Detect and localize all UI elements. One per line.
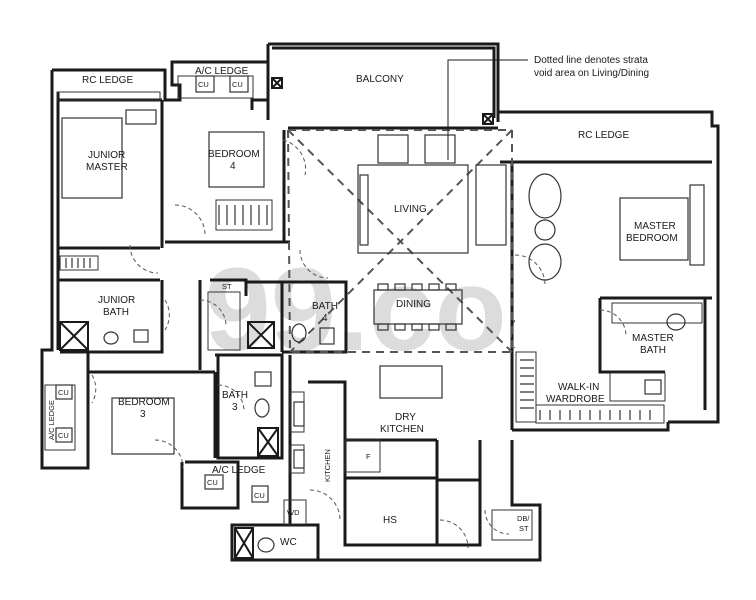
label-junior-master-line2: MASTER xyxy=(86,162,128,173)
label-bath4-line1: BATH xyxy=(312,301,338,312)
label-master-bath-line2: BATH xyxy=(640,345,666,356)
label-walkin-line2: WARDROBE xyxy=(546,394,605,405)
label-db-st-line2: ST xyxy=(519,524,529,533)
label-rc-ledge-right: RC LEDGE xyxy=(578,130,629,141)
shafts xyxy=(59,77,494,559)
label-walkin-line1: WALK-IN xyxy=(558,382,599,393)
wall-details xyxy=(44,75,703,541)
label-master-bath-line1: MASTER xyxy=(632,333,674,344)
label-junior-bath-line2: BATH xyxy=(103,307,129,318)
label-ac-ledge-top: A/C LEDGE xyxy=(195,66,249,77)
label-cu: CU xyxy=(58,388,69,397)
label-master-bedroom-line1: MASTER xyxy=(634,221,676,232)
label-f: F xyxy=(366,452,371,461)
walls xyxy=(40,42,720,562)
label-bath4-line2: 4 xyxy=(322,313,328,324)
note-line1: Dotted line denotes strata xyxy=(534,55,648,66)
label-kitchen: KITCHEN xyxy=(323,449,332,482)
label-junior-master-line1: JUNIOR xyxy=(88,150,125,161)
cu-labels: CU CU CU CU CU CU xyxy=(58,80,265,500)
label-st: ST xyxy=(222,282,232,291)
label-cu: CU xyxy=(198,80,209,89)
label-cu: CU xyxy=(58,431,69,440)
label-living: LIVING xyxy=(394,204,427,215)
label-rc-ledge-left: RC LEDGE xyxy=(82,75,133,86)
label-dry-kitchen-line2: KITCHEN xyxy=(380,424,424,435)
furniture xyxy=(55,75,705,553)
label-dining: DINING xyxy=(396,299,431,310)
label-cu: CU xyxy=(254,491,265,500)
label-master-bedroom-line2: BEDROOM xyxy=(626,233,678,244)
label-cu: CU xyxy=(207,478,218,487)
label-ac-ledge-left: A/C LEDGE xyxy=(47,400,56,440)
label-db-st-line1: DB/ xyxy=(517,514,530,523)
label-dry-kitchen-line1: DRY xyxy=(395,412,416,423)
label-wd: WD xyxy=(287,508,300,517)
label-ac-ledge-bottom: A/C LEDGE xyxy=(212,465,266,476)
strata-void-lines xyxy=(286,129,513,353)
doors xyxy=(91,139,627,549)
label-bedroom3-line2: 3 xyxy=(140,409,146,420)
label-balcony: BALCONY xyxy=(356,74,404,85)
label-bedroom3-line1: BEDROOM xyxy=(118,397,170,408)
label-bedroom4-line2: 4 xyxy=(230,161,236,172)
note-leader xyxy=(447,59,528,160)
label-wc: WC xyxy=(280,537,297,548)
room-labels: RC LEDGE A/C LEDGE BALCONY RC LEDGE JUNI… xyxy=(47,66,678,548)
label-bedroom4-line1: BEDROOM xyxy=(208,149,260,160)
label-bath3-line1: BATH xyxy=(222,390,248,401)
label-bath3-line2: 3 xyxy=(232,402,238,413)
note-line2: void area on Living/Dining xyxy=(534,68,649,79)
label-cu: CU xyxy=(232,80,243,89)
strata-note: Dotted line denotes strata void area on … xyxy=(534,55,649,79)
label-junior-bath-line1: JUNIOR xyxy=(98,295,135,306)
label-hs: HS xyxy=(383,515,397,526)
